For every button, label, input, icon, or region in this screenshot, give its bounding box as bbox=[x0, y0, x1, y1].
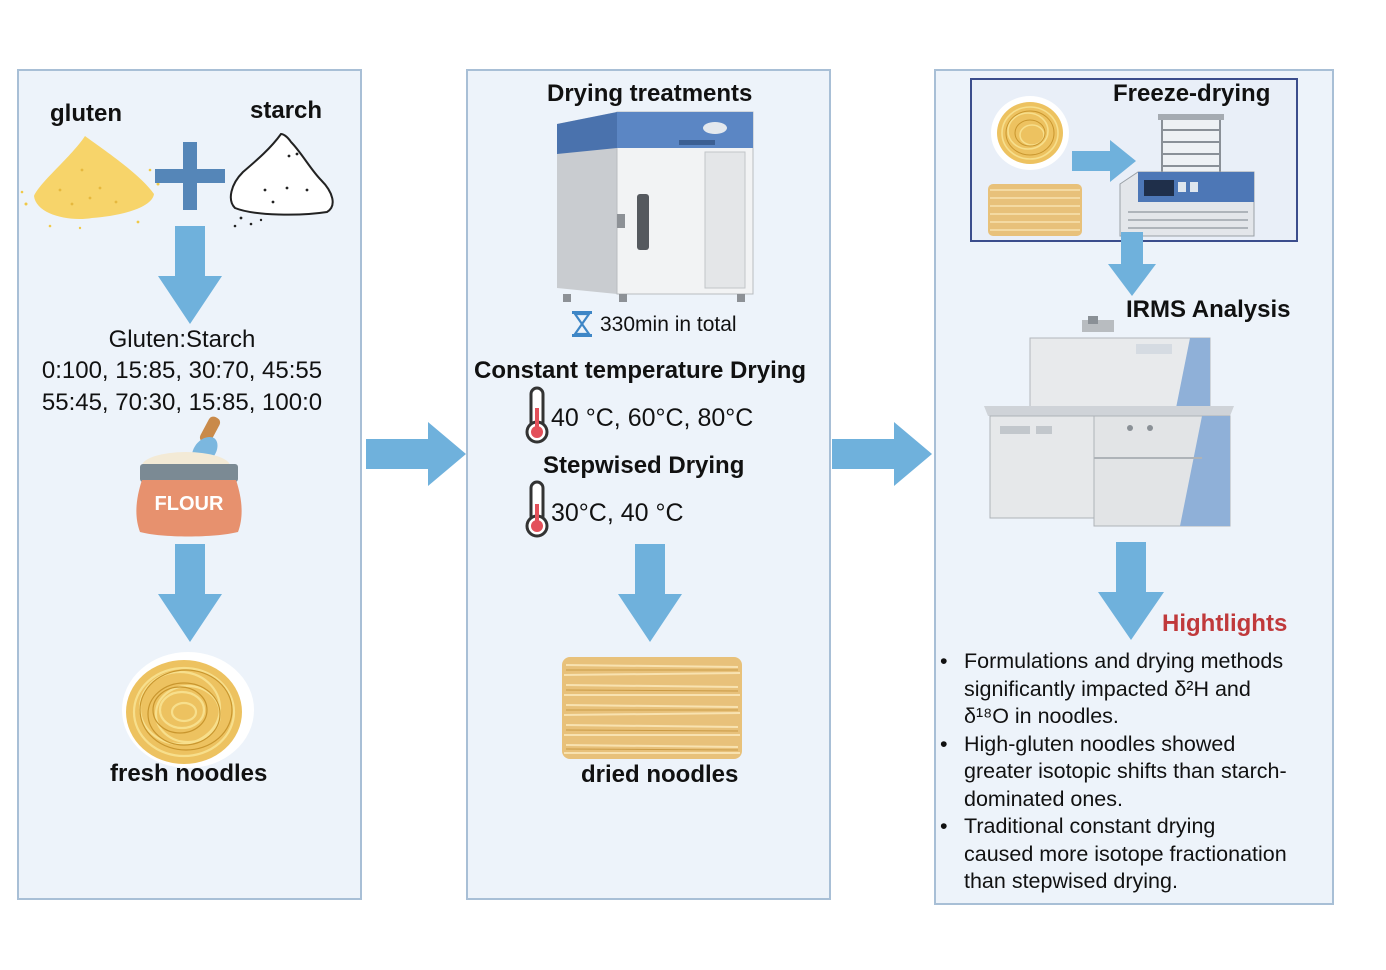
freeze-arrow bbox=[1072, 140, 1136, 182]
thermometer-icon-2 bbox=[525, 480, 549, 538]
hourglass-icon bbox=[572, 311, 592, 337]
noodle-nest-small-image bbox=[991, 96, 1069, 170]
plus-icon bbox=[155, 142, 225, 210]
down-arrow-3 bbox=[618, 544, 682, 642]
starch-label: starch bbox=[250, 97, 323, 124]
down-arrow-4 bbox=[1108, 232, 1156, 296]
highlights-list: Formulations and drying methods signific… bbox=[934, 648, 1359, 896]
timer-text: 330min in total bbox=[600, 313, 737, 336]
highlight-item: Traditional constant drying caused more … bbox=[940, 813, 1359, 896]
stepwise-temps: 30°C, 40 °C bbox=[551, 499, 684, 527]
noodle-bundle-small-image bbox=[988, 184, 1082, 236]
highlight-item: Formulations and drying methods signific… bbox=[940, 648, 1359, 731]
stepwise-drying-title: Stepwised Drying bbox=[543, 452, 745, 479]
highlights-title: Hightlights bbox=[1162, 610, 1288, 637]
drying-treatments-title: Drying treatments bbox=[547, 80, 753, 107]
dried-noodles-label: dried noodles bbox=[581, 761, 739, 788]
flour-text: FLOUR bbox=[155, 493, 224, 515]
highlight-item: High-gluten noodles showed greater isoto… bbox=[940, 731, 1359, 814]
ratio-title: Gluten:Starch bbox=[108, 326, 256, 353]
flour-bag-icon: FLOUR bbox=[136, 416, 242, 537]
right-arrow-2 bbox=[832, 422, 932, 486]
ratio-line-2: 55:45, 70:30, 15:85, 100:0 bbox=[41, 389, 323, 416]
freeze-drying-title: Freeze-drying bbox=[1113, 80, 1271, 107]
down-arrow-1 bbox=[158, 226, 222, 324]
starch-powder-icon bbox=[229, 132, 334, 228]
drying-oven-icon bbox=[557, 111, 754, 302]
gluten-label: gluten bbox=[50, 100, 122, 127]
freeze-dryer-icon bbox=[1119, 114, 1255, 237]
fresh-noodles-image bbox=[122, 652, 254, 768]
down-arrow-5 bbox=[1098, 542, 1164, 640]
gluten-powder-icon bbox=[20, 136, 160, 230]
constant-drying-title: Constant temperature Drying bbox=[474, 357, 807, 384]
right-arrow-1 bbox=[366, 422, 466, 486]
irms-instrument-icon bbox=[984, 316, 1234, 527]
fresh-noodles-label: fresh noodles bbox=[110, 760, 268, 787]
down-arrow-2 bbox=[158, 544, 222, 642]
irms-title: IRMS Analysis bbox=[1126, 296, 1291, 323]
thermometer-icon bbox=[525, 386, 549, 444]
ratio-line-1: 0:100, 15:85, 30:70, 45:55 bbox=[41, 357, 323, 384]
constant-temps: 40 °C, 60°C, 80°C bbox=[551, 404, 754, 432]
dried-noodles-image bbox=[562, 657, 742, 759]
